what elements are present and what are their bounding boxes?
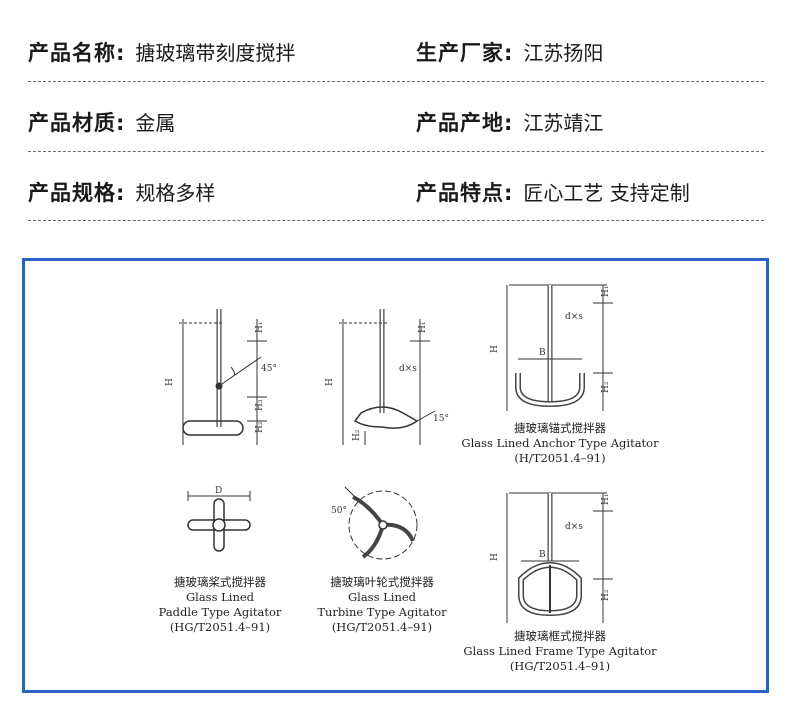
label-H1: H₁	[601, 286, 611, 297]
spec-label: 产品名称:	[28, 41, 126, 65]
label-dxs: d×s	[399, 364, 417, 374]
label-H2: H₂	[601, 381, 611, 393]
caption-line: 搪玻璃桨式搅拌器	[174, 575, 266, 589]
paddle-top-drawing: D	[187, 486, 251, 552]
spec-value: 匠心工艺 支持定制	[523, 181, 690, 205]
label-dxs: d×s	[565, 522, 583, 532]
label-H2: H₂	[255, 421, 265, 433]
label-angle15: 15°	[433, 414, 449, 424]
spec-label: 生产厂家:	[416, 41, 514, 65]
caption-line: (HG/T2051.4–91)	[509, 659, 611, 673]
caption-turbine: 搪玻璃叶轮式搅拌器 Glass Lined Turbine Type Agita…	[307, 575, 457, 635]
caption-line: 搪玻璃叶轮式搅拌器	[330, 575, 434, 589]
caption-line: Glass Lined	[185, 590, 255, 604]
spec-material: 产品材质: 金属	[28, 107, 416, 137]
label-D: D	[215, 486, 222, 496]
caption-line: Paddle Type Agitator	[158, 605, 282, 619]
label-B: B	[539, 348, 546, 358]
spec-origin: 产品产地: 江苏靖江	[416, 107, 764, 137]
label-H2: H₂	[601, 589, 611, 601]
label-angle50: 50°	[331, 506, 347, 516]
spec-value: 搪玻璃带刻度搅拌	[135, 41, 296, 65]
paddle-side-drawing: H H₁ H₃ H₂ 45°	[165, 309, 277, 445]
label-H3: H₃	[255, 399, 265, 411]
spec-label: 产品规格:	[28, 181, 126, 205]
spec-label: 产品特点:	[416, 181, 514, 205]
caption-anchor: 搪玻璃锚式搅拌器 Glass Lined Anchor Type Agitato…	[445, 421, 675, 466]
label-H: H	[490, 553, 500, 561]
agitator-diagram-frame: H H₁ H₃ H₂ 45° H H₁ H₂ d×s 15°	[22, 258, 769, 693]
agitator-drawings: H H₁ H₃ H₂ 45° H H₁ H₂ d×s 15°	[165, 284, 613, 623]
spec-features: 产品特点: 匠心工艺 支持定制	[416, 177, 764, 207]
spec-value: 规格多样	[135, 181, 216, 205]
label-H1: H₁	[601, 494, 611, 505]
caption-line: Glass Lined Frame Type Agitator	[463, 644, 657, 658]
spec-manufacturer: 生产厂家: 江苏扬阳	[416, 37, 764, 67]
turbine-side-drawing: H H₁ H₂ d×s 15°	[325, 309, 449, 445]
label-H2: H₂	[352, 429, 362, 441]
spec-row-3: 产品规格: 规格多样 产品特点: 匠心工艺 支持定制	[28, 172, 764, 212]
divider	[28, 220, 764, 221]
spec-value: 江苏靖江	[523, 111, 604, 135]
spec-label: 产品产地:	[416, 111, 514, 135]
caption-line: 搪玻璃框式搅拌器	[514, 629, 606, 643]
spec-row-2: 产品材质: 金属 产品产地: 江苏靖江	[28, 102, 764, 142]
spec-label: 产品材质:	[28, 111, 126, 135]
caption-line: (HG/T2051.4–91)	[169, 620, 271, 634]
label-angle45: 45°	[261, 364, 277, 374]
caption-line: (HG/T2051.4–91)	[331, 620, 433, 634]
divider	[28, 151, 764, 152]
label-H1: H₁	[255, 322, 265, 333]
caption-frame: 搪玻璃框式搅拌器 Glass Lined Frame Type Agitator…	[445, 629, 675, 674]
label-dxs: d×s	[565, 312, 583, 322]
label-B: B	[539, 550, 546, 560]
spec-product-name: 产品名称: 搪玻璃带刻度搅拌	[28, 37, 416, 67]
turbine-top-drawing: 50°	[331, 486, 418, 560]
caption-line: Turbine Type Agitator	[317, 605, 447, 619]
label-H: H	[165, 378, 175, 386]
spec-value: 江苏扬阳	[523, 41, 604, 65]
label-H1: H₁	[418, 322, 428, 333]
frame-drawing: H H₁ H₂ d×s B	[490, 492, 613, 623]
caption-line: Glass Lined	[347, 590, 417, 604]
label-H: H	[490, 345, 500, 353]
spec-size: 产品规格: 规格多样	[28, 177, 416, 207]
spec-row-1: 产品名称: 搪玻璃带刻度搅拌 生产厂家: 江苏扬阳	[28, 32, 764, 72]
caption-paddle: 搪玻璃桨式搅拌器 Glass Lined Paddle Type Agitato…	[145, 575, 295, 635]
caption-line: (H/T2051.4–91)	[514, 451, 606, 465]
divider	[28, 81, 764, 82]
caption-line: Glass Lined Anchor Type Agitator	[461, 436, 659, 450]
caption-line: 搪玻璃锚式搅拌器	[514, 421, 606, 435]
anchor-drawing: H H₁ H₂ d×s B	[490, 284, 613, 411]
spec-value: 金属	[135, 111, 176, 135]
label-H: H	[325, 378, 335, 386]
